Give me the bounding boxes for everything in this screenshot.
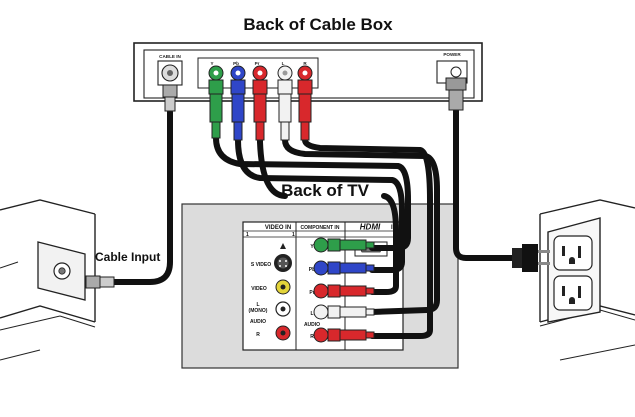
mono-label: (MONO) [249,308,268,314]
plug-coax-wall [85,275,115,289]
plug-coax-box [162,84,178,112]
box-jack-pb: Pb [233,61,239,66]
plug-red-audio-tv [313,327,375,343]
num-1-component: 1 [292,232,295,238]
coax-wall-plate [37,241,86,301]
video-in-header: VIDEO IN [265,225,291,231]
comp-audio-label: AUDIO [304,322,320,328]
box-jack-r: R [303,61,307,66]
plug-red-box [252,79,268,141]
cable-box-title: Back of Cable Box [243,15,393,34]
plug-green-tv [313,237,375,253]
box-jack-l: L [282,61,285,66]
num-1-video: 1 [246,232,249,238]
tv-title: Back of TV [281,181,370,200]
power-outlet [547,217,601,323]
box-jack-ring-pr [252,65,268,81]
comp-r-label: R [310,334,314,340]
cable-input-label: Cable Input [95,250,160,264]
plug-white-tv [313,304,375,320]
power-label: POWER [443,52,461,57]
left-wall [0,199,96,361]
plug-blue-tv [313,260,375,276]
comp-pr-label: Pr [309,290,314,296]
comp-l-label: L [310,311,313,317]
audio-label: AUDIO [250,319,266,325]
box-jack-pr: Pr [255,61,260,66]
box-jack-ring-l [277,65,293,81]
plug-green-box [208,79,224,139]
plug-red-tv [313,283,375,299]
s-video-jack [274,243,292,272]
box-jack-ring-r [297,65,313,81]
comp-y-label: Y [310,244,314,250]
plug-blue-box [230,79,246,141]
comp-pb-label: Pb [309,267,315,273]
cable-bundle [109,107,515,339]
video-jack [275,279,291,295]
hdmi-logo: HDMI [360,223,381,232]
box-jack-ring-y [208,65,224,81]
video-label: VIDEO [251,286,267,292]
cable-pr [369,193,399,295]
plug-red-audio-box [297,79,313,141]
box-jack-y: Y [210,61,213,66]
audio-l-jack [275,301,291,317]
r-label: R [256,332,260,338]
audio-r-jack [275,325,291,341]
power-plug [512,244,550,272]
cable-in-label: CABLE IN [159,54,181,59]
l-label: L [256,302,259,308]
component-in-header: COMPONENT IN [301,225,340,231]
s-video-label: S VIDEO [251,262,271,268]
plug-white-box [277,79,293,141]
box-jack-ring-pb [230,65,246,81]
plug-power-box [445,77,467,111]
